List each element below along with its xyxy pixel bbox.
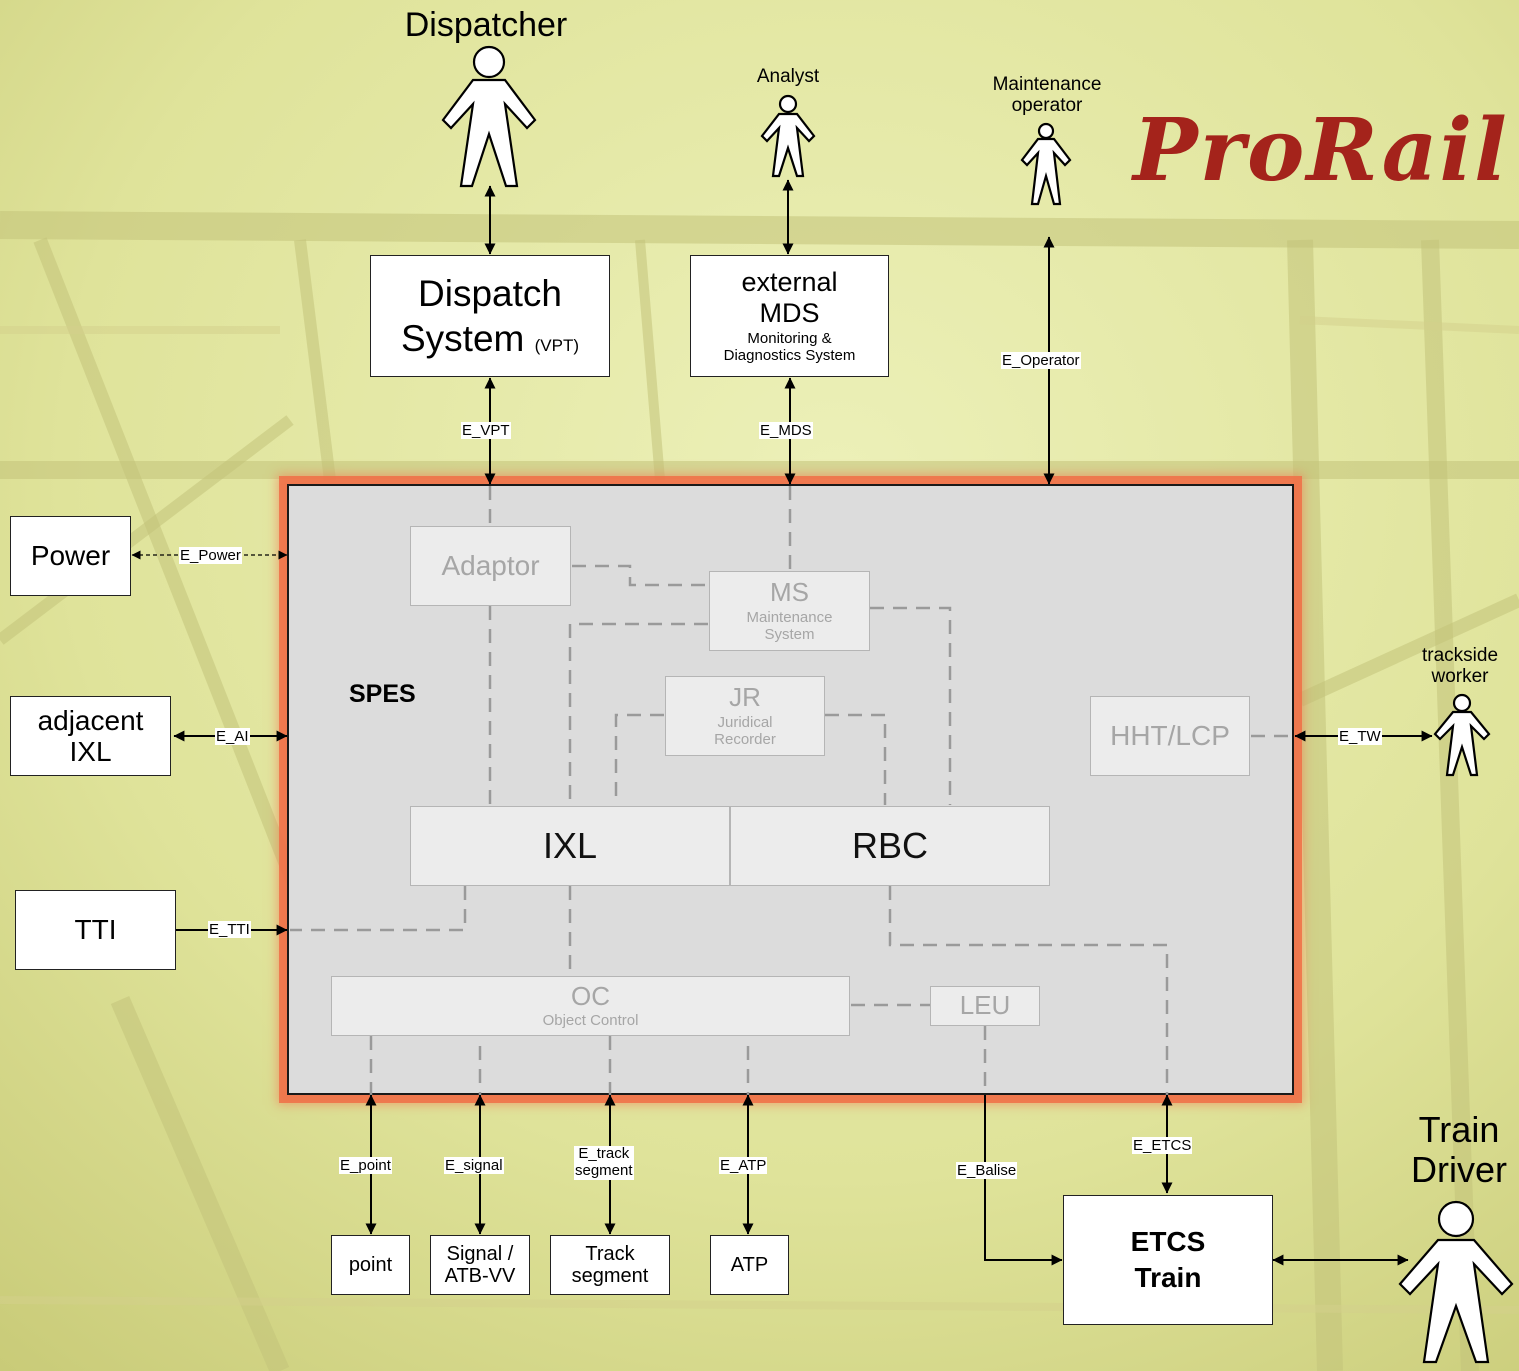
power-label: Power xyxy=(31,540,110,571)
e-etcs-label: E_ETCS xyxy=(1132,1137,1192,1154)
adjacent-ixl-line2: IXL xyxy=(69,736,111,767)
external-mds-line3: Monitoring & xyxy=(747,331,831,348)
maintenance-operator-figure xyxy=(1022,124,1070,204)
oc-subtitle: Object Control xyxy=(543,1013,639,1030)
track-segment-line2: segment xyxy=(572,1265,649,1287)
atp-box[interactable]: ATP xyxy=(710,1235,789,1295)
dispatch-system-subtitle: System (VPT) xyxy=(401,318,579,359)
external-mds-line2: MDS xyxy=(760,298,820,328)
e-ai-label: E_AI xyxy=(215,728,250,745)
point-label: point xyxy=(349,1254,392,1276)
e-signal-label: E_signal xyxy=(444,1157,504,1174)
jr-subtitle-line2: Recorder xyxy=(714,732,776,749)
external-mds-line1: external xyxy=(741,267,837,297)
hht-lcp-label: HHT/LCP xyxy=(1110,720,1230,751)
oc-box[interactable]: OC Object Control xyxy=(331,976,850,1036)
ms-subtitle-line1: Maintenance xyxy=(747,610,833,627)
e-track-segment-label: E_track segment xyxy=(574,1146,634,1180)
jr-title: JR xyxy=(729,683,761,712)
etcs-train-box[interactable]: ETCS Train xyxy=(1063,1195,1273,1325)
external-mds-line4: Diagnostics System xyxy=(724,348,856,365)
adaptor-label: Adaptor xyxy=(441,550,539,581)
dispatcher-figure xyxy=(443,47,535,186)
rbc-label: RBC xyxy=(852,826,928,866)
rbc-box[interactable]: RBC xyxy=(730,806,1050,886)
dispatch-system-box[interactable]: Dispatch System (VPT) xyxy=(370,255,610,377)
e-tw-label: E_TW xyxy=(1338,728,1382,745)
e-mds-label: E_MDS xyxy=(759,422,813,439)
etcs-train-line2: Train xyxy=(1135,1260,1202,1296)
signal-box[interactable]: Signal / ATB-VV xyxy=(430,1235,530,1295)
ixl-label: IXL xyxy=(543,826,597,866)
leu-label: LEU xyxy=(960,991,1011,1020)
ms-title: MS xyxy=(770,578,809,607)
jr-subtitle-line1: Juridical xyxy=(717,715,772,732)
leu-box[interactable]: LEU xyxy=(930,986,1040,1026)
power-box[interactable]: Power xyxy=(10,516,131,596)
atp-label: ATP xyxy=(731,1254,768,1276)
trackside-worker-label: trackside worker xyxy=(1405,645,1515,688)
e-tti-label: E_TTI xyxy=(208,921,251,938)
analyst-figure xyxy=(762,96,814,176)
dispatcher-label: Dispatcher xyxy=(386,6,586,45)
signal-line2: ATB-VV xyxy=(445,1265,516,1287)
e-atp-label: E_ATP xyxy=(719,1157,767,1174)
jr-box[interactable]: JR Juridical Recorder xyxy=(665,676,825,756)
dispatch-system-title: Dispatch xyxy=(418,273,562,314)
etcs-train-line1: ETCS xyxy=(1131,1224,1206,1260)
ixl-box[interactable]: IXL xyxy=(410,806,730,886)
maintenance-operator-label: Maintenance operator xyxy=(972,74,1122,117)
adaptor-box[interactable]: Adaptor xyxy=(410,526,571,606)
e-vpt-label: E_VPT xyxy=(461,422,511,439)
external-mds-box[interactable]: external MDS Monitoring & Diagnostics Sy… xyxy=(690,255,889,377)
adjacent-ixl-line1: adjacent xyxy=(38,705,144,736)
tti-box[interactable]: TTI xyxy=(15,890,176,970)
e-balise-label: E_Balise xyxy=(956,1162,1017,1179)
e-point-label: E_point xyxy=(339,1157,392,1174)
adjacent-ixl-box[interactable]: adjacent IXL xyxy=(10,696,171,776)
train-driver-label: Train Driver xyxy=(1399,1110,1519,1191)
trackside-worker-figure xyxy=(1435,695,1489,775)
track-segment-line1: Track xyxy=(585,1243,634,1265)
tti-label: TTI xyxy=(75,914,117,945)
point-box[interactable]: point xyxy=(331,1235,410,1295)
e-operator-label: E_Operator xyxy=(1001,352,1081,369)
ms-box[interactable]: MS Maintenance System xyxy=(709,571,870,651)
oc-title: OC xyxy=(571,982,610,1011)
hht-lcp-box[interactable]: HHT/LCP xyxy=(1090,696,1250,776)
analyst-label: Analyst xyxy=(728,66,848,88)
ms-subtitle-line2: System xyxy=(764,627,814,644)
signal-line1: Signal / xyxy=(447,1243,514,1265)
train-driver-figure xyxy=(1400,1202,1512,1362)
e-power-label: E_Power xyxy=(179,547,242,564)
track-segment-box[interactable]: Track segment xyxy=(550,1235,670,1295)
